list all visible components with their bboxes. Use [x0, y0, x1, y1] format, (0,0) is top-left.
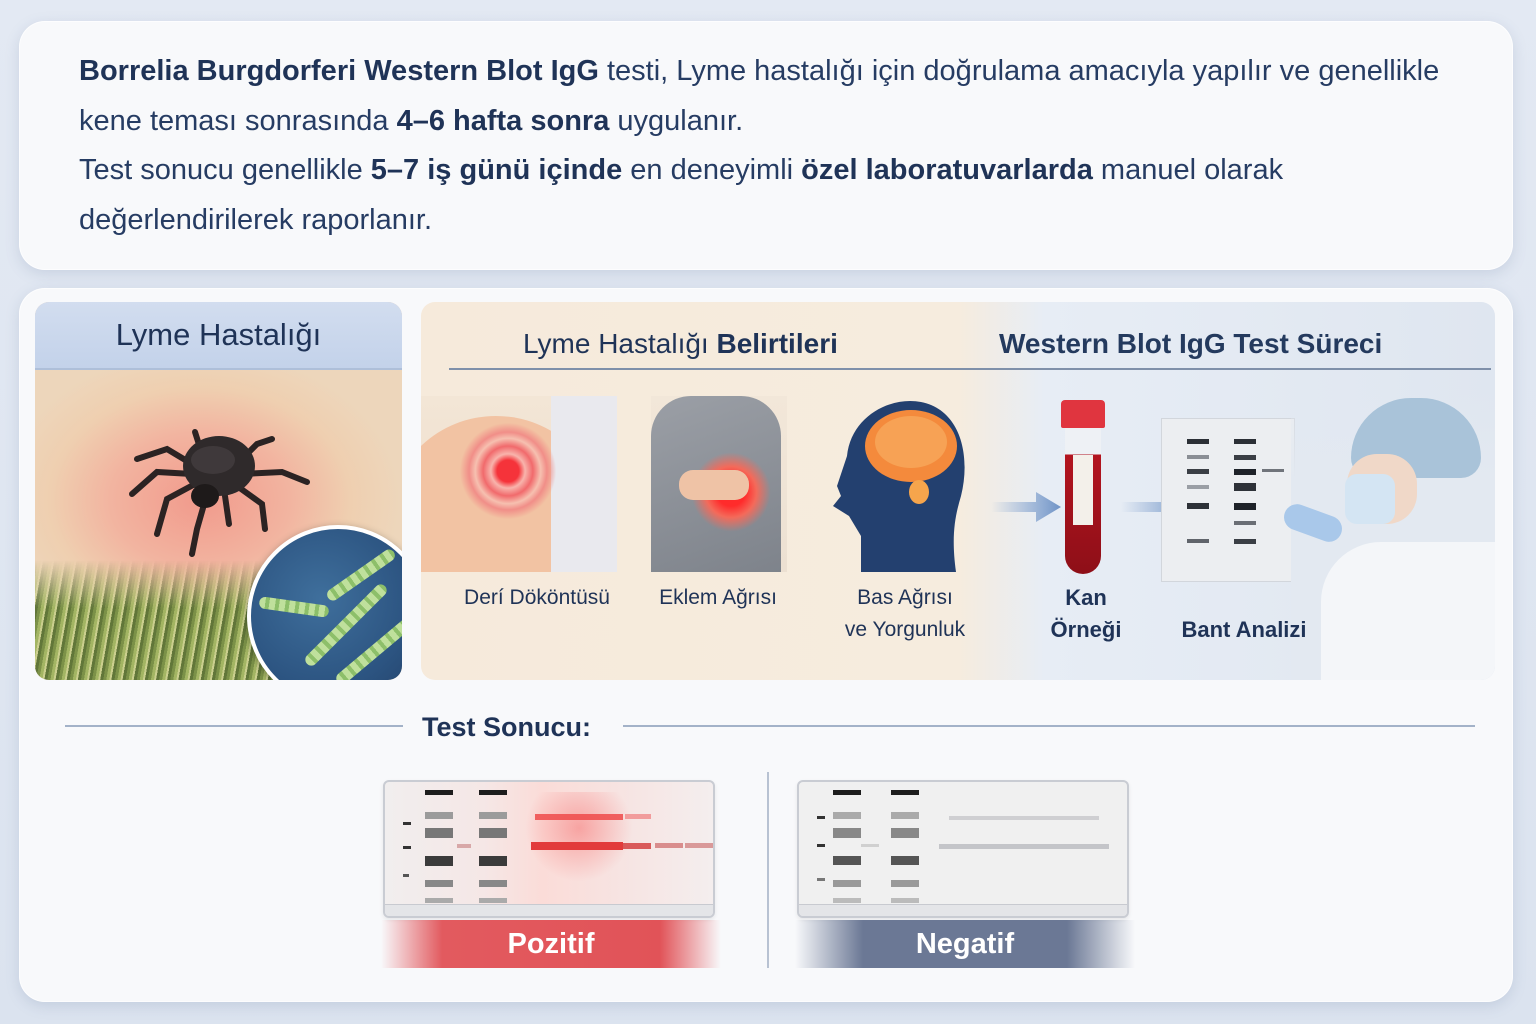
step-label-blood-sample: Kan Örneği	[1050, 585, 1122, 642]
positive-blot-strip	[383, 780, 715, 918]
result-title: Test Sonucu:	[422, 712, 592, 742]
step-label-band-analysis: Bant Analizi	[1181, 617, 1307, 642]
intro-text-segment: Test sonucu genellikle	[79, 154, 371, 186]
tick-on-skin-image	[35, 370, 402, 680]
headache-icon	[821, 396, 981, 572]
symptom-label-rash: Derí Dököntüsü	[464, 586, 610, 609]
negative-result-label: Negatif	[795, 920, 1135, 968]
lab-technician-image	[1280, 392, 1495, 680]
lyme-panel-title: Lyme Hastalığı	[35, 302, 402, 370]
symptoms-process-panel: Lyme Hastalığı Belirtileri Western Blot …	[421, 302, 1495, 680]
intro-text-segment: uygulanır.	[609, 104, 744, 137]
intro-emphasis: 5–7 iş günü içinde	[370, 154, 623, 186]
arrow-right-icon	[991, 492, 1061, 522]
result-rule-right	[623, 725, 1475, 727]
intro-emphasis: özel laboratuvarlarda	[801, 154, 1093, 186]
blot-analysis-image	[1161, 418, 1295, 582]
intro-emphasis: Borrelia Burgdorferi Western Blot IgG	[79, 55, 599, 87]
symptom-label-joint: Eklem Ağrısı	[659, 586, 777, 609]
skin-rash-icon	[421, 396, 617, 572]
intro-text-segment: manuel olarak değerlendirilerek raporlan…	[79, 154, 1284, 236]
intro-emphasis: 4–6 hafta sonra	[396, 104, 610, 137]
process-title: Western Blot IgG Test Süreci	[999, 328, 1383, 359]
negative-blot-strip	[797, 780, 1129, 918]
result-divider	[767, 772, 769, 968]
intro-paragraph: Borrelia Burgdorferi Western Blot IgG te…	[79, 47, 1469, 245]
intro-text-segment: testi, Lyme hastalığı için doğrulama ama…	[79, 55, 1440, 137]
blood-tube-icon	[1061, 400, 1105, 576]
main-card: Lyme Hastalığı	[19, 288, 1513, 1002]
joint-pain-icon	[651, 396, 787, 572]
symptom-label-headache: Bas Ağrısı ve Yorgunluk	[844, 586, 966, 641]
symptoms-title: Lyme Hastalığı Belirtileri	[523, 328, 838, 359]
bacteria-magnified-icon	[247, 525, 402, 680]
result-rule-left	[65, 725, 403, 727]
intro-card: Borrelia Burgdorferi Western Blot IgG te…	[19, 21, 1513, 270]
title-divider	[449, 368, 1491, 370]
positive-result-label: Pozitif	[381, 920, 721, 968]
lyme-disease-panel: Lyme Hastalığı	[35, 302, 402, 680]
tick-icon	[129, 429, 310, 557]
intro-text-segment: en deneyimli	[622, 154, 802, 186]
